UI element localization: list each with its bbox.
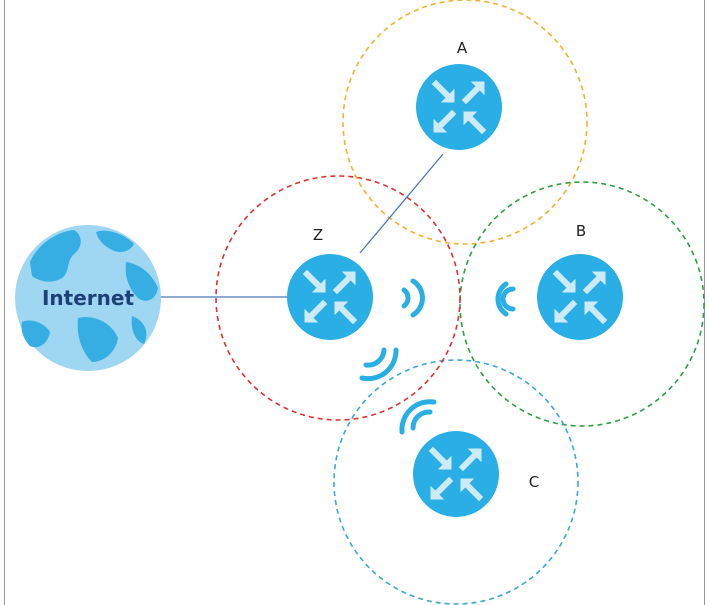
globe-icon: Internet xyxy=(15,225,161,371)
wifi-signal-icon xyxy=(498,284,513,314)
node-label-b: B xyxy=(576,222,586,240)
wifi-signal-icon xyxy=(404,281,422,315)
router-icon xyxy=(537,254,623,340)
internet-label: Internet xyxy=(42,286,134,310)
router-z xyxy=(287,254,373,340)
wifi-signal-icon xyxy=(362,350,396,379)
node-label-z: Z xyxy=(313,226,323,244)
router-c xyxy=(413,431,499,517)
router-icon xyxy=(413,431,499,517)
router-b xyxy=(537,254,623,340)
node-label-a: A xyxy=(457,39,468,57)
wifi-signal-icon xyxy=(402,402,434,432)
router-icon xyxy=(416,64,502,150)
router-icon xyxy=(287,254,373,340)
router-a xyxy=(416,64,502,150)
link-z-a xyxy=(360,154,443,253)
node-label-c: C xyxy=(529,473,539,491)
